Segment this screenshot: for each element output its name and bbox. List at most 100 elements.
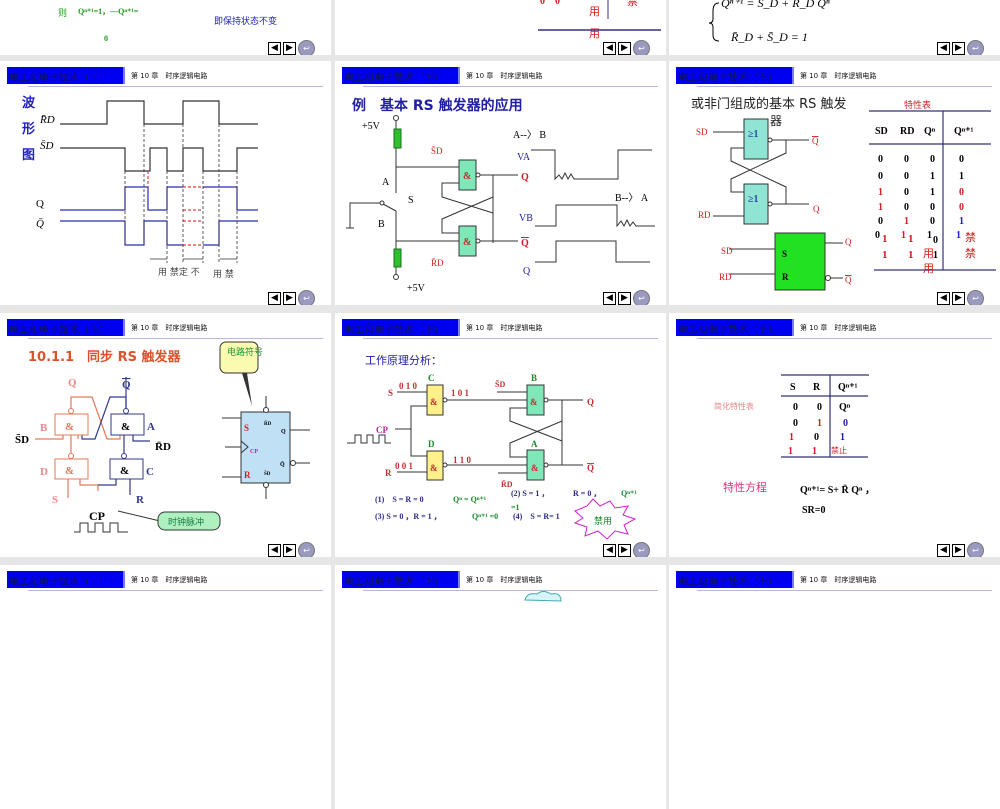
equation-label: 特性方程 [723, 480, 767, 494]
return-icon[interactable]: ↩ [967, 542, 984, 557]
arrow-left-icon[interactable]: ◀ [268, 292, 281, 305]
inverter-bubble [825, 275, 831, 281]
rd-label: RD [698, 210, 711, 220]
arrow-left-icon[interactable]: ◀ [937, 544, 950, 557]
return-icon[interactable]: ↩ [967, 40, 984, 55]
table-cell: 1 [930, 171, 935, 182]
constraint-equation: SR=0 [802, 505, 825, 516]
table-cell: 1 [959, 171, 964, 182]
table-cell: 0 [959, 202, 964, 213]
case-3: (3) S = 0 ，R = 1 ， [375, 512, 442, 521]
slide-thumbnail[interactable]: 或非门组成的基本 RS 触发 器 ≥1 ≥1 SD RD Q Q S R SD … [669, 61, 1000, 305]
slide-thumbnail[interactable]: 波 形 图 R̄D S̄D Q Q̄ [0, 61, 331, 305]
return-icon[interactable]: ↩ [633, 40, 650, 55]
gate-d-label: D [428, 439, 435, 449]
return-icon[interactable]: ↩ [298, 542, 315, 557]
slide-thumbnail[interactable]: 则 Qⁿ⁺¹=1，—Qⁿ⁺¹= 0 即保持状态不变 ◀▶↩ [0, 0, 331, 55]
slide-thumbnail[interactable]: 电工和电子技术（下）第 10 章 时序逻辑电路 [335, 565, 666, 809]
table-header: SD [875, 126, 888, 137]
inverter-bubble [767, 201, 773, 207]
arrow-left-icon[interactable]: ◀ [268, 544, 281, 557]
arrow-right-icon[interactable]: ▶ [952, 544, 965, 557]
s-input-label: S [388, 388, 393, 398]
table-cell: 1 [933, 250, 938, 261]
gate-b-label: B [531, 373, 537, 383]
case-2-result-value: =1 [511, 503, 520, 512]
r-input-label: R [136, 494, 145, 506]
sd-waveform [60, 147, 258, 172]
table-cell: 1 [840, 432, 845, 443]
gate-c-label: C [146, 466, 154, 478]
case-1-result: Qⁿ = Qⁿ⁺¹ [453, 495, 487, 504]
table-cell: 1 [956, 230, 961, 241]
rd-label: R̄D [431, 258, 444, 268]
slide-thumbnail[interactable]: Qⁿ⁺¹ = S_D + R_D Qⁿ R̄_D + S̄_D = 1 ◀▶↩ [669, 0, 1000, 55]
arrow-left-icon[interactable]: ◀ [268, 42, 281, 55]
q-wave-label: Q [523, 266, 531, 277]
gate-symbol: & [65, 421, 74, 433]
table-cell: 0 [817, 402, 822, 413]
arrow-right-icon[interactable]: ▶ [618, 544, 631, 557]
arrow-left-icon[interactable]: ◀ [603, 42, 616, 55]
return-icon[interactable]: ↩ [298, 290, 315, 305]
arrow-right-icon[interactable]: ▶ [618, 42, 631, 55]
resistor [393, 128, 402, 149]
equation: Qⁿ⁺¹=1，—Qⁿ⁺¹= [78, 7, 139, 16]
arrow-right-icon[interactable]: ▶ [952, 292, 965, 305]
qbar-label: Q [587, 463, 594, 473]
slide-title: 10.1.1 同步 RS 触发器 [28, 349, 181, 365]
forbidden-text: 用 [589, 27, 600, 40]
return-icon[interactable]: ↩ [298, 40, 315, 55]
forbidden-burst [573, 498, 637, 540]
slide-thumbnail[interactable]: 简化特性表 S R Qⁿ⁺¹ 0 0 Qⁿ 0 1 0 1 0 1 1 1 禁止… [669, 313, 1000, 557]
return-icon[interactable]: ↩ [633, 290, 650, 305]
return-icon[interactable]: ↩ [633, 542, 650, 557]
arrow-left-icon[interactable]: ◀ [603, 544, 616, 557]
sd-label: SD [721, 246, 733, 256]
rd-label: R̄D [39, 114, 55, 126]
slide-thumbnail[interactable]: 电工和电子技术（下）第 10 章 时序逻辑电路 [669, 565, 1000, 809]
chapter-title: 第 10 章 时序逻辑电路 [800, 576, 877, 584]
table-cell: 1 [882, 233, 888, 245]
slide-nav: ◀▶↩ [937, 542, 984, 557]
gate-c-label: C [428, 373, 435, 383]
header-divider [363, 590, 658, 591]
table-cell: 1 [882, 249, 888, 261]
clock-input-marker [240, 440, 249, 454]
sd-label: S̄D [431, 146, 443, 156]
arrow-right-icon[interactable]: ▶ [283, 544, 296, 557]
arrow-left-icon[interactable]: ◀ [937, 292, 950, 305]
slide-nav: ◀▶↩ [603, 40, 650, 55]
arrow-left-icon[interactable]: ◀ [937, 42, 950, 55]
switch-label: S [408, 195, 414, 206]
arrow-left-icon[interactable]: ◀ [603, 292, 616, 305]
r-pin-label: R [782, 272, 789, 282]
gate-symbol: & [530, 397, 538, 407]
arrow-right-icon[interactable]: ▶ [952, 42, 965, 55]
table-cell: 1 [959, 216, 964, 227]
s-sequence: 0 1 0 [399, 381, 418, 391]
case-2-result: Qⁿ⁺¹ [621, 489, 637, 498]
gate-symbol: & [463, 171, 471, 182]
equation-1: Qⁿ⁺¹ = S_D + R_D Qⁿ [721, 0, 830, 10]
slide-thumbnail[interactable]: 电工和电子技术（下）第 10 章 时序逻辑电路 [0, 565, 331, 809]
slide-thumbnail[interactable]: 10.1.1 同步 RS 触发器 & [0, 313, 331, 557]
q-label: Q [68, 377, 77, 389]
arrow-right-icon[interactable]: ▶ [283, 42, 296, 55]
slide-thumbnail[interactable]: 工作原理分析： & & & & S 0 1 0 1 0 1 CP R 0 0 1 [335, 313, 666, 557]
time-markers [124, 124, 238, 263]
symbol-callout [219, 341, 259, 374]
slide-nav: ◀▶↩ [937, 290, 984, 305]
arrow-right-icon[interactable]: ▶ [283, 292, 296, 305]
chapter-title: 第 10 章 时序逻辑电路 [800, 72, 877, 80]
forbidden-text: 用 [923, 248, 934, 260]
r-sequence: 0 0 1 [395, 461, 414, 471]
slide-thumbnail[interactable]: 例 基本 RS 触发器的应用 +5V +5V A S B S̄D R̄D & &… [335, 61, 666, 305]
chapter-title: 第 10 章 时序逻辑电路 [131, 576, 208, 584]
slide-thumbnail[interactable]: 0 0 用 用 禁 ◀▶↩ [335, 0, 666, 55]
r-input-label: R [385, 468, 392, 478]
gate-symbol: & [121, 421, 130, 433]
return-icon[interactable]: ↩ [967, 290, 984, 305]
arrow-right-icon[interactable]: ▶ [618, 292, 631, 305]
